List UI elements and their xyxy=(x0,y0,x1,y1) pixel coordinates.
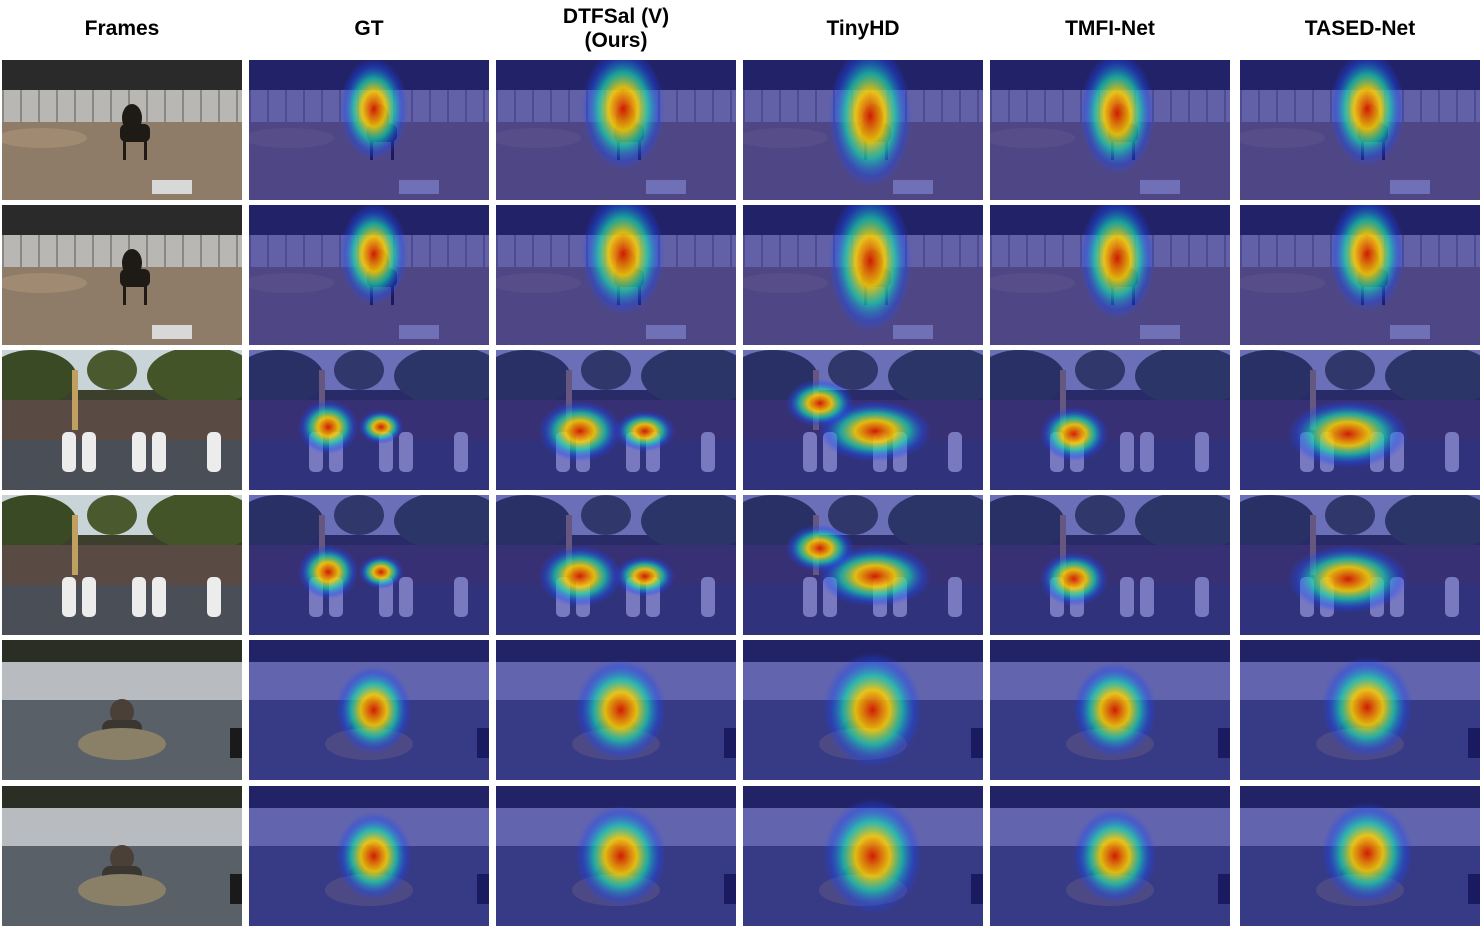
column-header-tmfi: TMFI-Net xyxy=(1065,17,1155,40)
saliency-map-tmfi-row-4 xyxy=(990,495,1230,635)
saliency-map-gt-row-1 xyxy=(249,60,489,200)
video-frame-row-4 xyxy=(2,495,242,635)
saliency-map-gt-row-6 xyxy=(249,786,489,926)
saliency-map-tinyhd-row-2 xyxy=(743,205,983,345)
saliency-map-tased-row-4 xyxy=(1240,495,1480,635)
saliency-map-tinyhd-row-4 xyxy=(743,495,983,635)
saliency-map-tinyhd-row-6 xyxy=(743,786,983,926)
column-header-tinyhd: TinyHD xyxy=(826,17,900,40)
saliency-map-tmfi-row-6 xyxy=(990,786,1230,926)
video-frame-row-2 xyxy=(2,205,242,345)
saliency-map-tmfi-row-5 xyxy=(990,640,1230,780)
saliency-map-tinyhd-row-3 xyxy=(743,350,983,490)
saliency-map-tinyhd-row-5 xyxy=(743,640,983,780)
video-frame-row-6 xyxy=(2,786,242,926)
saliency-map-tased-row-2 xyxy=(1240,205,1480,345)
video-frame-row-3 xyxy=(2,350,242,490)
saliency-map-tinyhd-row-1 xyxy=(743,60,983,200)
saliency-map-gt-row-4 xyxy=(249,495,489,635)
saliency-map-gt-row-2 xyxy=(249,205,489,345)
saliency-map-dtfsal-row-2 xyxy=(496,205,736,345)
saliency-map-tased-row-3 xyxy=(1240,350,1480,490)
column-header-gt: GT xyxy=(354,17,384,40)
saliency-map-dtfsal-row-4 xyxy=(496,495,736,635)
column-header-tased: TASED-Net xyxy=(1304,17,1416,40)
column-header-dtfsal: DTFSal (V) (Ours) xyxy=(562,5,670,52)
video-frame-row-5 xyxy=(2,640,242,780)
saliency-map-tmfi-row-2 xyxy=(990,205,1230,345)
video-frame-row-1 xyxy=(2,60,242,200)
saliency-map-gt-row-3 xyxy=(249,350,489,490)
saliency-map-gt-row-5 xyxy=(249,640,489,780)
saliency-map-tased-row-6 xyxy=(1240,786,1480,926)
saliency-map-tased-row-1 xyxy=(1240,60,1480,200)
saliency-map-dtfsal-row-1 xyxy=(496,60,736,200)
saliency-map-tmfi-row-1 xyxy=(990,60,1230,200)
saliency-map-tmfi-row-3 xyxy=(990,350,1230,490)
column-header-frames: Frames xyxy=(84,17,160,40)
saliency-map-dtfsal-row-3 xyxy=(496,350,736,490)
saliency-map-tased-row-5 xyxy=(1240,640,1480,780)
saliency-map-dtfsal-row-5 xyxy=(496,640,736,780)
saliency-map-dtfsal-row-6 xyxy=(496,786,736,926)
